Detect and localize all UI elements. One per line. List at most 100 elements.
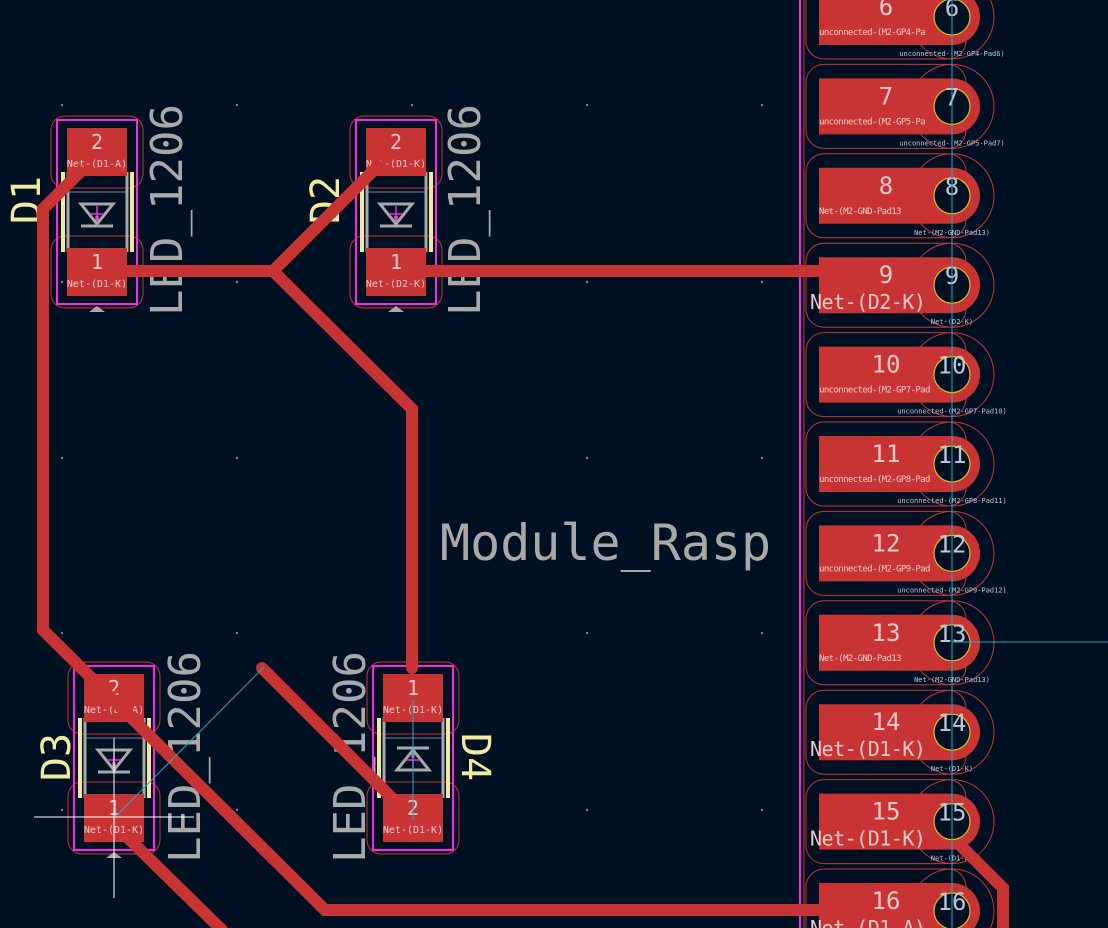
pad-net-name: unconnected-(M2-GP9-Pad xyxy=(819,564,930,574)
pad-copper xyxy=(819,167,980,224)
pin-marker-icon xyxy=(89,306,105,312)
pad-number: 13 xyxy=(872,619,901,647)
pad-copper xyxy=(819,257,980,314)
pad-net-name: Net-(D2-K) xyxy=(366,279,426,290)
track[interactable] xyxy=(122,832,228,928)
value-label: LED_1206 xyxy=(142,104,193,316)
track[interactable] xyxy=(954,839,1009,928)
value-label: LED_1206 xyxy=(440,104,491,316)
grid-dot xyxy=(585,456,589,460)
pad-copper xyxy=(819,704,980,761)
pad-copper xyxy=(819,614,980,671)
grid-dot xyxy=(60,456,64,460)
track[interactable] xyxy=(267,160,384,277)
pad-net-name: Net-(D1-K) xyxy=(810,737,925,761)
pad-clearance xyxy=(50,115,144,189)
grid-dot xyxy=(235,808,239,812)
pad-copper xyxy=(819,436,980,492)
pad-number: 7 xyxy=(879,82,893,110)
pad-number: 14 xyxy=(872,708,901,736)
grid-dot xyxy=(235,103,239,107)
pad-number: 10 xyxy=(872,351,901,379)
module-pad-7[interactable]: 7unconnected-(M2-GP5-Pa7unconnected-(M2-… xyxy=(805,63,1005,149)
pad-net-name: unconnected-(M2-GP8-Pad xyxy=(819,475,930,485)
grid-dot xyxy=(60,103,64,107)
pad-number: 1 xyxy=(407,676,419,700)
reference-label: D3 xyxy=(34,733,80,781)
pad-copper xyxy=(819,525,980,582)
pad-number: 11 xyxy=(872,440,901,468)
pad-net-name: Net-(D1-K) xyxy=(366,159,426,170)
pad-net-name: Net-(D1-K) xyxy=(67,279,127,290)
grid-dot xyxy=(60,280,64,284)
track[interactable] xyxy=(37,166,826,916)
grid-dot xyxy=(760,808,764,812)
pad-number: 8 xyxy=(879,172,893,200)
module-value-label: Module_Rasp xyxy=(440,514,771,572)
pad-copper xyxy=(819,78,980,135)
pad-net-name: Net-(D1-A) xyxy=(810,916,925,928)
pad-copper xyxy=(67,248,127,296)
pad-net-name: unconnected-(M2-GP5-Pa xyxy=(819,117,925,127)
grid-dot xyxy=(760,280,764,284)
grid-dot xyxy=(760,631,764,635)
tracks xyxy=(37,160,1009,928)
ratsnest-line xyxy=(113,666,265,819)
grid-dot xyxy=(760,456,764,460)
grid-dot xyxy=(235,280,239,284)
track[interactable] xyxy=(256,662,400,806)
cursor-crosshair-icon xyxy=(34,738,194,898)
grid-dot xyxy=(585,808,589,812)
pad-net-name: Net-(M2-GND-Pad13 xyxy=(819,207,901,217)
pad-number: 9 xyxy=(879,261,893,289)
module-pad-10[interactable]: 10unconnected-(M2-GP7-Pad10unconnected-(… xyxy=(805,332,1007,418)
pad-number: 1 xyxy=(91,250,103,274)
pad-copper xyxy=(819,793,980,850)
grid-dot xyxy=(235,631,239,635)
module-pad-11[interactable]: 11unconnected-(M2-GP8-Pad11unconnected-(… xyxy=(805,421,1007,507)
grid-dot xyxy=(585,631,589,635)
pad-number: 6 xyxy=(879,0,893,21)
pad-net-name: Net-(D1-K) xyxy=(810,827,925,851)
pad-net-name: unconnected-(M2-GP4-Pa xyxy=(819,28,925,38)
pad-number: 2 xyxy=(390,130,402,154)
grid-dot xyxy=(760,103,764,107)
pad-number: 15 xyxy=(872,798,901,826)
pad-number: 12 xyxy=(872,529,901,557)
pad-number: 2 xyxy=(91,130,103,154)
pad-net-name: Net-(D1-K) xyxy=(383,825,443,836)
pad-number: 1 xyxy=(390,250,402,274)
module-pads: 6unconnected-(M2-GP4-Pa6unconnected-(M2-… xyxy=(805,0,1007,928)
grid-dot xyxy=(585,280,589,284)
module-pad-6[interactable]: 6unconnected-(M2-GP4-Pa6unconnected-(M2-… xyxy=(805,0,1005,60)
pad-net-name: Net-(M2-GND-Pad13 xyxy=(819,654,901,664)
grid-dot xyxy=(585,103,589,107)
pad-copper xyxy=(366,248,426,296)
courtyard-outline xyxy=(355,119,437,305)
pad-net-name: unconnected-(M2-GP7-Pad xyxy=(819,386,930,396)
pad-net-name: Net-(D2-K) xyxy=(810,290,925,314)
pin-marker-icon xyxy=(388,306,404,312)
grid-dot xyxy=(60,631,64,635)
pad-copper xyxy=(819,346,980,403)
module-pad-12[interactable]: 12unconnected-(M2-GP9-Pad12unconnected-(… xyxy=(805,510,1007,596)
reference-label: D4 xyxy=(452,733,498,781)
pad-clearance xyxy=(67,661,161,735)
grid-dot xyxy=(235,456,239,460)
pad-net-name: Net-(D1-A) xyxy=(67,159,127,170)
track[interactable] xyxy=(121,265,418,674)
grid-dot xyxy=(60,808,64,812)
courtyard-outline xyxy=(56,119,138,305)
grid-dot xyxy=(410,103,414,107)
